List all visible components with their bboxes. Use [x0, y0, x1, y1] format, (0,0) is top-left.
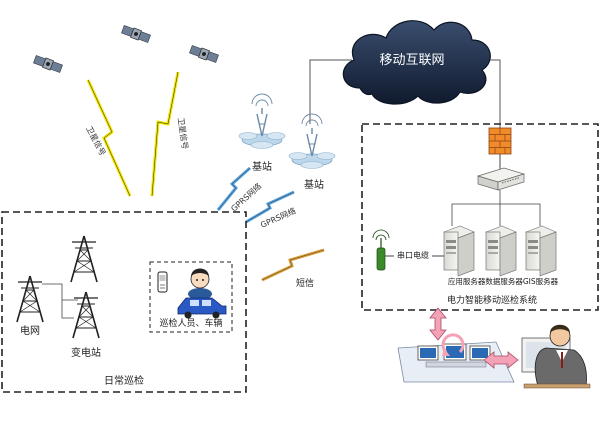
- network-switch-icon: [476, 167, 526, 191]
- serial-cable-label-bg: [394, 249, 432, 261]
- vehicle-icon: [177, 297, 227, 319]
- base-station-icon: [238, 93, 286, 150]
- grid-label: 电网: [20, 324, 40, 337]
- cloud-label: 移动互联网: [379, 53, 444, 68]
- base-station-to-cloud-line: [309, 59, 352, 124]
- satellite-signal-label-right: 卫星信号: [176, 117, 190, 150]
- sms-label: 短信: [296, 277, 314, 289]
- serial-cable-label: 串口电缆: [397, 250, 429, 260]
- operator-person-icon: [521, 324, 591, 389]
- power-line: [61, 300, 74, 319]
- system-area-title: 电力智能移动巡检系统: [447, 294, 537, 306]
- inspector-frame: [149, 261, 233, 333]
- power-tower-icon: [72, 291, 100, 339]
- power-tower-icon: [70, 235, 98, 283]
- inspector-label: 巡检人员、车辆: [159, 317, 222, 329]
- gprs-label-lower: GPRS网络: [259, 205, 297, 229]
- gprs-bolt-upper: [216, 166, 251, 211]
- base-station-label-right: 基站: [304, 178, 324, 191]
- satellite-signal-bolt-left: [86, 79, 132, 197]
- server-icon: [443, 225, 475, 277]
- base-station-icon: [288, 113, 336, 170]
- base-station-label-left: 基站: [252, 160, 272, 173]
- horizontal-double-arrow: [483, 351, 519, 369]
- servers-label: 应用服务器数据服务器GIS服务器: [448, 276, 559, 286]
- substation-label: 变电站: [71, 346, 101, 359]
- satellite-signal-bolt-right: [150, 71, 180, 197]
- mobile-internet-cloud: 移动互联网: [342, 20, 491, 105]
- power-tower-icon: [16, 275, 44, 323]
- mobile-phone-icon: [157, 271, 168, 293]
- gprs-bolt-lower: [245, 190, 295, 224]
- server-icon: [485, 225, 517, 277]
- sms-bolt: [261, 248, 325, 282]
- system-area-frame: [361, 123, 599, 311]
- switch-to-servers-line: [500, 203, 541, 226]
- inspector-person-icon: [188, 268, 212, 300]
- satellite-icon: [188, 44, 220, 64]
- firewall-icon: [488, 127, 512, 155]
- satellite-icon: [120, 24, 152, 44]
- switch-to-servers-line: [451, 190, 501, 226]
- monitoring-workstation: [397, 333, 515, 383]
- satellite-icon: [32, 54, 64, 74]
- server-icon: [525, 225, 557, 277]
- gsm-modem-icon: [372, 229, 390, 271]
- vertical-double-arrow: [429, 307, 447, 341]
- field-area-frame: [1, 211, 247, 393]
- field-area-title: 日常巡检: [104, 374, 144, 387]
- power-line: [42, 283, 78, 301]
